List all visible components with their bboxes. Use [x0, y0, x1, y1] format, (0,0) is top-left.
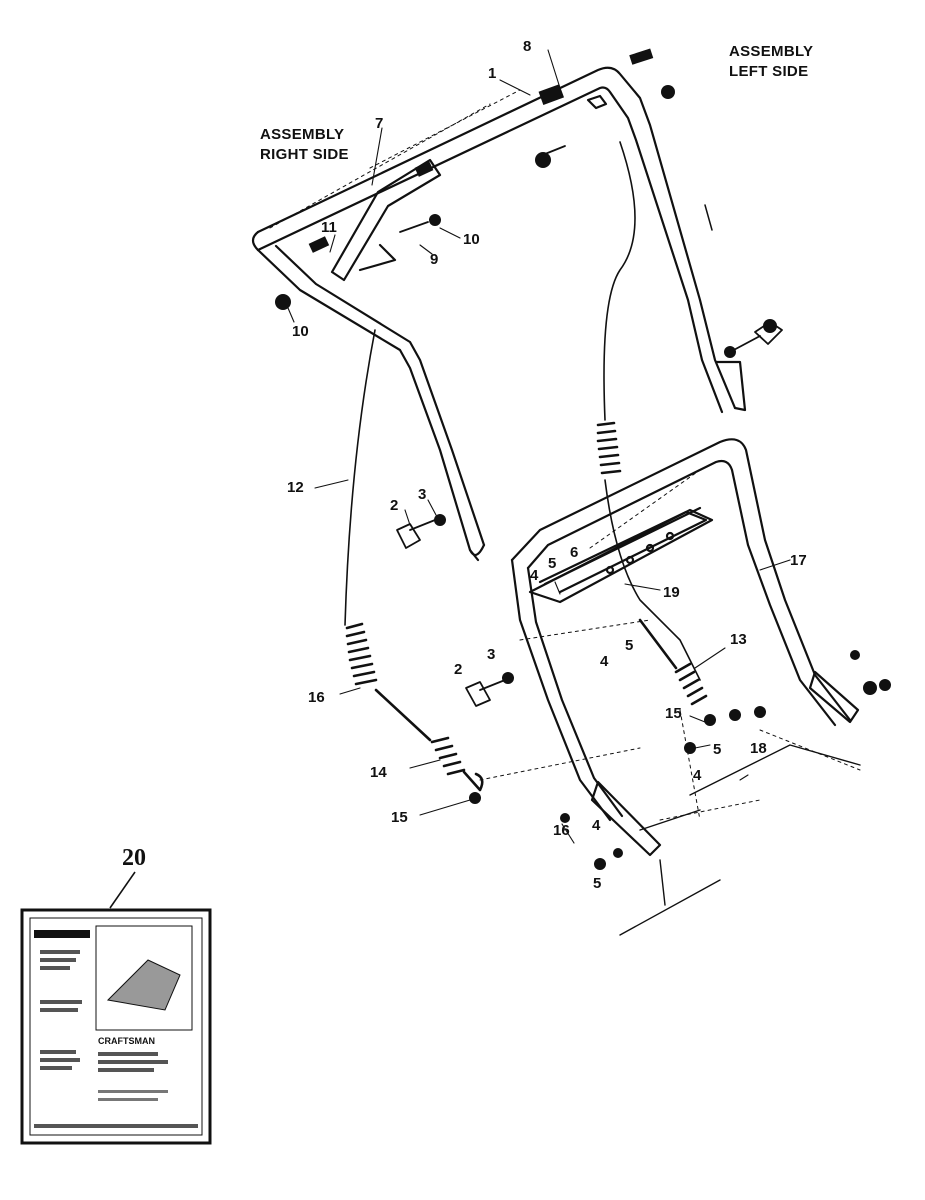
lower-handle	[510, 438, 860, 857]
callout-5: 5	[548, 555, 557, 572]
upper-handle	[251, 66, 747, 562]
heading-line: LEFT SIDE	[729, 62, 809, 80]
spring-upper	[596, 421, 622, 475]
callout-5: 5	[713, 741, 722, 758]
assembly-left-side-heading: ASSEMBLY LEFT SIDE	[729, 42, 813, 81]
heading-line: ASSEMBLY	[729, 43, 814, 60]
callout-8: 8	[523, 38, 532, 55]
callout-6: 6	[570, 544, 579, 561]
callout-16: 16	[553, 822, 570, 839]
callout-4: 4	[530, 567, 539, 584]
callout-13: 13	[730, 631, 747, 648]
callout-10: 10	[292, 323, 309, 340]
callout-2: 2	[454, 661, 463, 678]
callout-19: 19	[663, 584, 680, 601]
operator-manual-booklet	[20, 871, 212, 1145]
shift-panel	[528, 506, 714, 604]
guide-lines	[269, 89, 861, 821]
booklet-brand: CRAFTSMAN	[98, 1036, 155, 1046]
decal-marks	[308, 48, 654, 253]
spring-13	[638, 618, 708, 706]
callout-14: 14	[370, 764, 387, 781]
callout-2: 2	[390, 497, 399, 514]
callout-10: 10	[463, 231, 480, 248]
callout-11: 11	[321, 219, 337, 236]
callout-5: 5	[625, 637, 634, 654]
assembly-right-side-heading: ASSEMBLY RIGHT SIDE	[260, 125, 349, 164]
callout-4: 4	[693, 767, 702, 784]
callout-5: 5	[593, 875, 602, 892]
callout-7: 7	[375, 115, 384, 132]
callout-4: 4	[592, 817, 601, 834]
callout-3: 3	[418, 486, 427, 503]
callout-20: 20	[122, 845, 146, 871]
heading-line: ASSEMBLY	[260, 126, 345, 143]
callout-1: 1	[488, 65, 497, 82]
callout-12: 12	[287, 479, 304, 496]
callout-18: 18	[750, 740, 767, 757]
control-bar	[330, 94, 608, 282]
callout-3: 3	[487, 646, 496, 663]
heading-line: RIGHT SIDE	[260, 145, 349, 163]
hardware	[396, 145, 783, 707]
clutch-cable	[344, 141, 701, 681]
callout-4: 4	[600, 653, 609, 670]
base-outline	[619, 744, 861, 936]
callout-15: 15	[665, 705, 682, 722]
callout-9: 9	[430, 251, 439, 268]
callout-15: 15	[391, 809, 408, 826]
spring-14	[430, 736, 484, 792]
leader-lines	[287, 49, 791, 844]
spring-16	[345, 622, 432, 742]
washers	[275, 85, 891, 870]
callout-16: 16	[308, 689, 325, 706]
callout-17: 17	[790, 552, 807, 569]
